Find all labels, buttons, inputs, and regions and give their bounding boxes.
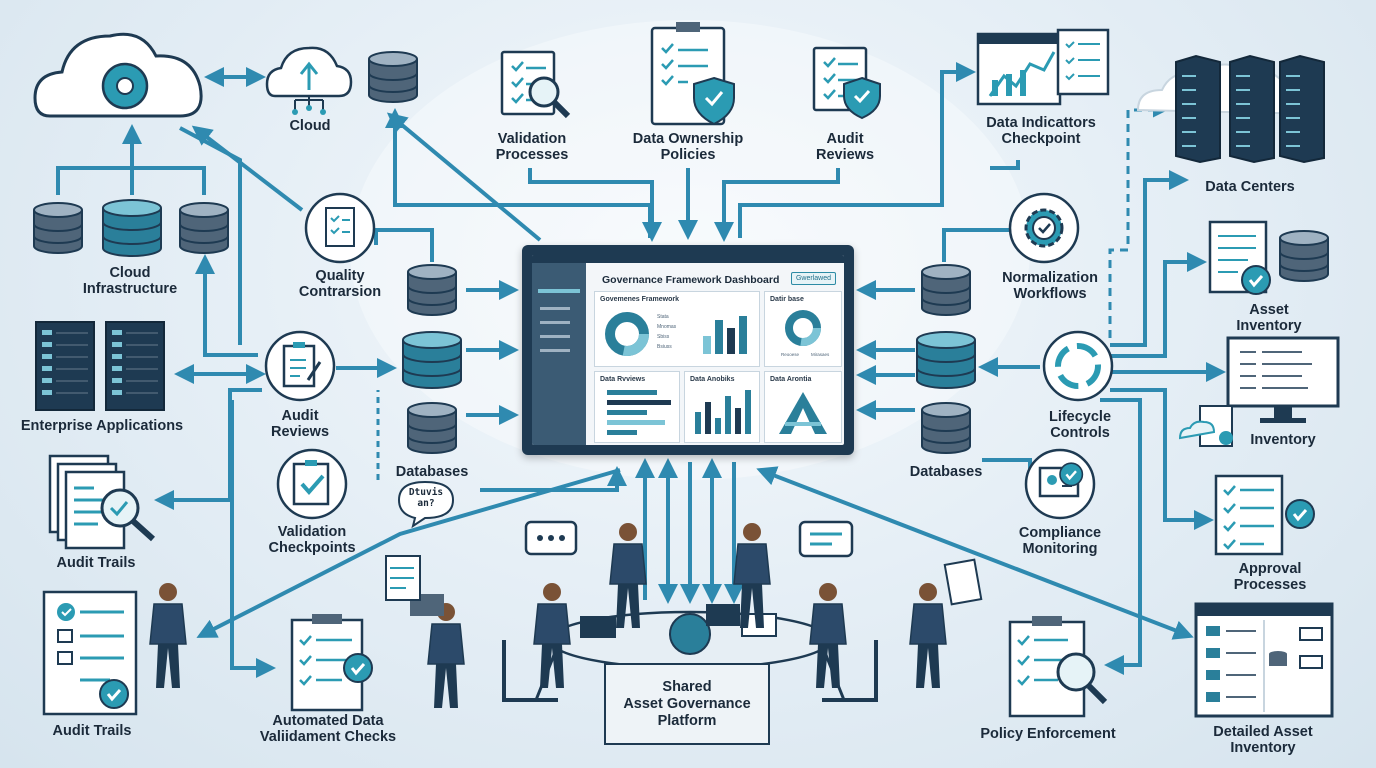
audit-trail-board-icon	[42, 590, 138, 716]
card-arontia-graphic	[779, 392, 827, 434]
database-center-left-2	[402, 331, 462, 389]
label-cloud-infrastructure: Cloud Infrastructure	[82, 265, 178, 297]
label-lifecycle-controls: Lifecycle Controls	[1048, 409, 1112, 441]
label-data-centers: Data Centers	[1205, 179, 1295, 195]
label-inventory: Inventory	[1250, 432, 1316, 448]
audit-clipboard-icon	[264, 330, 336, 402]
card-database-graphic	[785, 310, 821, 346]
label-audit-trails-1: Audit Trails	[56, 555, 136, 571]
compliance-monitor-icon	[1024, 448, 1096, 520]
database-center-left-1	[407, 264, 457, 316]
legend-4: Bsiuss	[657, 344, 672, 350]
inventory-monitor-icon	[1178, 336, 1340, 447]
legend-2: Mnomas	[657, 324, 677, 330]
card-reviews-title: Data Rvviews	[600, 376, 646, 383]
label-databases-left: Databases	[395, 464, 469, 480]
label-cloud: Cloud	[289, 118, 331, 134]
shared-platform-plate	[604, 663, 770, 745]
legend-3: Sbiss	[657, 334, 670, 340]
card-framework-graphic	[605, 312, 747, 356]
label-normalization-workflows: Normalization Workflows	[1002, 270, 1098, 302]
card-arontia-title: Data Arontia	[770, 376, 812, 383]
label-data-ownership-policies: Data Ownership Policies	[632, 131, 744, 163]
label-audit-trails-2: Audit Trails	[52, 723, 132, 739]
ownership-shield-icon	[650, 22, 735, 126]
label-approval-processes: Approval Processes	[1233, 561, 1307, 593]
database-icon-top	[368, 51, 418, 103]
lifecycle-cycle-icon	[1042, 330, 1114, 402]
speech-bubble-text: Dtuvis an?	[408, 487, 444, 509]
db-legend-2: Mirasaes	[811, 352, 830, 357]
validation-magnifier-icon	[500, 50, 571, 119]
database-center-left-3	[407, 402, 457, 454]
label-databases-right: Databases	[909, 464, 983, 480]
dashboard-titlebar	[532, 255, 844, 263]
dashboard-screen: Governance Framework Dashboard Gwerlawed…	[532, 255, 844, 445]
approval-doc-icon	[1214, 474, 1316, 556]
card-anobiks-title: Data Anobiks	[690, 376, 735, 383]
meeting-scene	[385, 480, 983, 709]
label-audit-reviews-left: Audit Reviews	[270, 408, 330, 440]
label-asset-inventory: Asset Inventory	[1236, 302, 1302, 334]
label-automated-data-checks: Automated Data Valiidament Checks	[259, 713, 397, 745]
label-quality-comparison: Quality Contrarsion	[298, 268, 382, 300]
governance-dashboard[interactable]: Governance Framework Dashboard Gwerlawed…	[522, 245, 854, 455]
label-shared-platform: Shared Asset Governance Platform	[623, 679, 751, 729]
dashboard-sidebar	[532, 255, 586, 445]
card-anobiks-graphic	[695, 390, 751, 434]
automated-checks-clipboard-icon	[290, 614, 374, 712]
detailed-inventory-window-icon	[1194, 602, 1334, 718]
cloud-upload-icon	[265, 46, 353, 115]
label-validation-processes: Validation Processes	[495, 131, 569, 163]
label-policy-enforcement: Policy Enforcement	[980, 726, 1116, 742]
server-rack-icon	[35, 321, 165, 411]
normalization-gear-icon	[1008, 192, 1080, 264]
label-compliance-monitoring: Compliance Monitoring	[1018, 525, 1102, 557]
card-database: Datir base Reooese Mirasaes	[764, 291, 842, 367]
cloud-gear-icon	[33, 32, 203, 118]
audit-shield-icon	[812, 46, 881, 120]
card-reviews-graphic	[607, 390, 671, 435]
validation-checkpoint-icon	[276, 448, 348, 520]
card-framework-title: Govemenes Framework	[600, 296, 679, 303]
database-center-right-2	[916, 331, 976, 389]
dashboard-title: Governance Framework Dashboard	[602, 274, 780, 286]
presenter-figure	[149, 582, 187, 689]
indicators-chart-icon	[976, 28, 1110, 106]
dashed-connector	[1108, 102, 1168, 338]
card-reviews: Data Rvviews	[594, 371, 680, 443]
label-enterprise-applications: Enterprise Applications	[20, 418, 184, 434]
card-database-title: Datir base	[770, 296, 804, 303]
db-legend-1: Reooese	[781, 352, 800, 357]
database-center-right-3	[921, 402, 971, 454]
label-detailed-asset-inventory: Detailed Asset Inventory	[1213, 724, 1313, 756]
data-center-servers-icon	[1136, 54, 1325, 164]
audit-trail-doc-icon	[48, 454, 156, 550]
database-center-right-1	[921, 264, 971, 316]
card-anobiks: Data Anobiks	[684, 371, 760, 443]
database-icon-3	[179, 202, 229, 254]
asset-inventory-db-icon	[1279, 230, 1329, 282]
card-framework: Govemenes Framework Stata Mnomas Sbiss B…	[594, 291, 760, 367]
card-arontia: Data Arontia	[764, 371, 842, 443]
asset-inventory-icon	[1208, 220, 1272, 296]
legend-1: Stata	[657, 314, 669, 320]
quality-doc-icon	[304, 192, 376, 264]
label-audit-reviews-top: Audit Reviews	[815, 131, 875, 163]
label-validation-checkpoints: Validation Checkpoints	[268, 524, 356, 556]
database-icon-1	[33, 202, 83, 254]
dashboard-action-button[interactable]: Gwerlawed	[790, 272, 836, 285]
policy-clipboard-icon	[1008, 616, 1108, 718]
label-data-indicators-checkpoint: Data Indicattors Checkpoint	[986, 115, 1096, 147]
database-icon-2	[102, 199, 162, 257]
